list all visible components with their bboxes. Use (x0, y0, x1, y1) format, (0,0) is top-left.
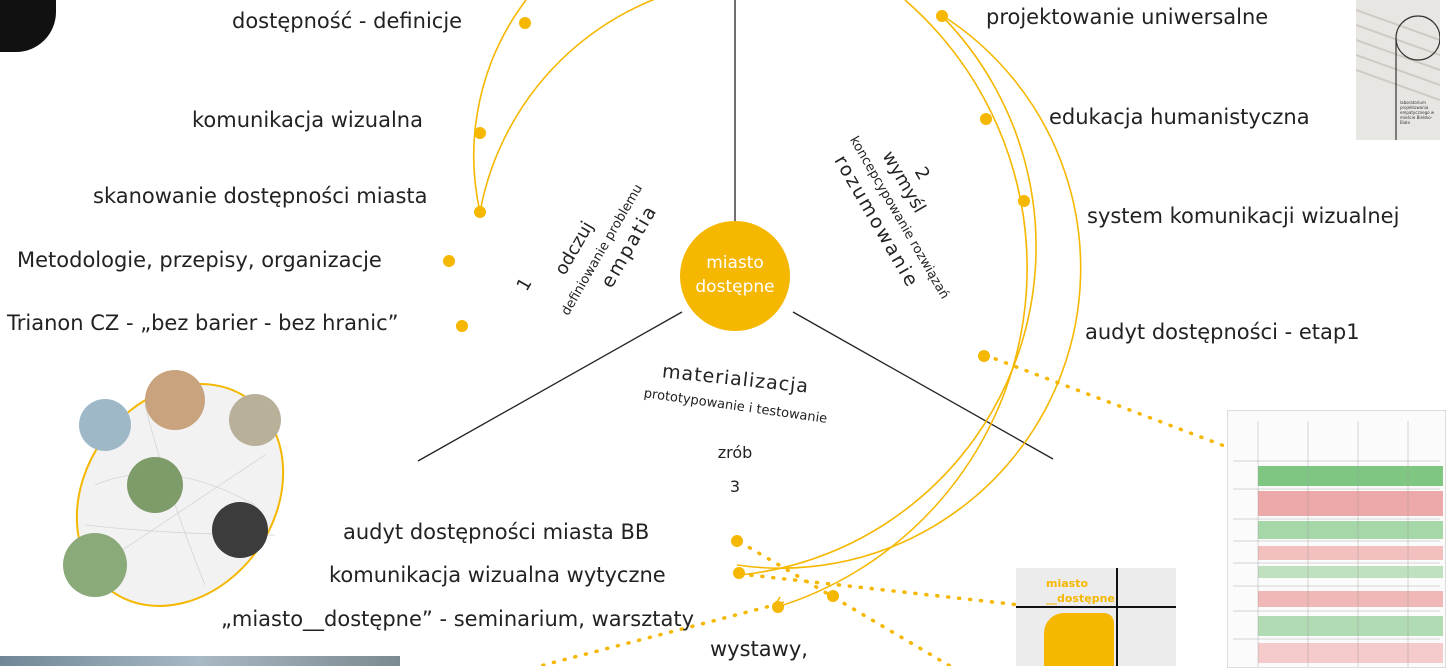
divider-line-left (417, 311, 683, 462)
item-edukacja: edukacja humanistyczna (1049, 105, 1310, 129)
dot-bottom-3 (772, 601, 784, 613)
item-metodologie: Metodologie, przepisy, organizacje (17, 248, 382, 272)
book-cover-thumb: laboratorium projektowania empatycznego … (1356, 0, 1440, 140)
center-line2: dostępne (695, 277, 774, 297)
item-skanowanie: skanowanie dostępności miasta (93, 184, 428, 208)
dot-left-1 (474, 127, 486, 139)
photo-collage (55, 365, 305, 610)
item-trianon: Trianon CZ - „bez barier - bez hranic” (7, 311, 399, 335)
dot-left-3 (443, 255, 455, 267)
phase-1-number: 1 (513, 274, 537, 294)
arc-right-outer (736, 13, 1082, 569)
connector-audit (983, 353, 1237, 452)
poster-thumb: miasto __dostępne (1016, 568, 1176, 666)
connector-seminar (538, 602, 780, 666)
dot-left-2 (474, 206, 486, 218)
item-projektowanie-uniwersalne: projektowanie uniwersalne (986, 5, 1269, 29)
arc-left-outer (473, 0, 527, 213)
photo-6 (63, 533, 127, 597)
divider-line-right (792, 311, 1054, 460)
dot-left-0 (519, 17, 531, 29)
photo-3 (229, 394, 281, 446)
dot-right-2 (1018, 195, 1030, 207)
phase-3-verb: zrób (718, 443, 753, 462)
photo-1 (79, 399, 131, 451)
center-circle (680, 221, 790, 331)
arc-right-far (773, 0, 1028, 609)
phase-3-number: 3 (730, 477, 740, 496)
item-wytyczne: komunikacja wizualna wytyczne (329, 563, 666, 587)
item-audyt-etap1: audyt dostępności - etap1 (1085, 320, 1360, 344)
dot-right-3 (978, 350, 990, 362)
photo-2 (145, 370, 205, 430)
photo-5 (212, 502, 268, 558)
item-system-komunikacji: system komunikacji wizualnej (1087, 204, 1400, 228)
arc-left-inner (479, 0, 655, 213)
connector-audit-bb (738, 540, 952, 666)
dot-right-1 (980, 113, 992, 125)
poster-logo-text: miasto __dostępne (1046, 577, 1115, 605)
phase-3: materializacja prototypowanie i testowan… (643, 360, 828, 496)
book-cover-text: laboratorium projektowania empatycznego … (1400, 100, 1435, 125)
dot-bottom-2 (827, 590, 839, 602)
arc-right-mid (739, 13, 1037, 576)
phase-2: koncepcypowanie rozwiązań wymyśl 2 rozum… (830, 134, 952, 302)
phase-1: 1 odczuj definiowanie problemu empatia (513, 182, 662, 318)
dot-bottom-1 (733, 567, 745, 579)
dot-bottom-0 (731, 535, 743, 547)
item-wystawy: wystawy, (710, 637, 808, 661)
photo-4 (127, 457, 183, 513)
center-line1: miasto (706, 253, 764, 273)
item-komunikacja-wizualna: komunikacja wizualna (192, 108, 423, 132)
item-audyt-bb: audyt dostępności miasta BB (343, 520, 650, 544)
dot-left-4 (456, 320, 468, 332)
item-dostepnosc-definicje: dostępność - definicje (232, 9, 463, 33)
dot-right-0 (936, 10, 948, 22)
photo-strip-thumb (0, 656, 400, 666)
audit-table-thumb (1227, 410, 1446, 668)
item-seminarium: „miasto__dostępne” - seminarium, warszta… (221, 607, 695, 631)
connector-wytyczne (738, 572, 1022, 607)
